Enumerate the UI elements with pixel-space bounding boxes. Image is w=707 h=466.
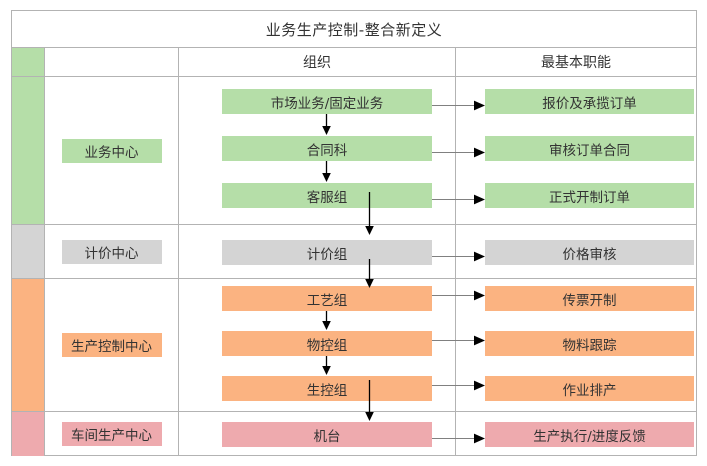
org-box-production-control-1[interactable]: 物控组 (222, 331, 432, 356)
function-box-label: 生产执行/进度反馈 (533, 428, 646, 445)
org-box-label: 市场业务/固定业务 (270, 95, 384, 112)
band-stripe-business (12, 77, 45, 224)
band-stripe-workshop (12, 412, 45, 456)
header-stripe-cell (12, 48, 45, 76)
band-function-cell-pricing: 价格审核 (456, 225, 696, 278)
org-box-workshop-0[interactable]: 机台 (222, 422, 432, 447)
center-box-business[interactable]: 业务中心 (61, 138, 162, 163)
function-box-production-control-1[interactable]: 物料跟踪 (485, 331, 694, 356)
function-box-business-2[interactable]: 正式开制订单 (485, 183, 694, 208)
down-arrow-business-0-1 (320, 114, 333, 136)
function-box-business-0[interactable]: 报价及承揽订单 (485, 89, 694, 114)
org-box-label: 机台 (313, 428, 341, 445)
center-box-workshop[interactable]: 车间生产中心 (61, 422, 162, 446)
function-box-label: 价格审核 (562, 246, 617, 263)
band-function-cell-workshop: 生产执行/进度反馈 (456, 412, 696, 456)
function-box-label: 物料跟踪 (562, 337, 617, 354)
diagram-title: 业务生产控制-整合新定义 (265, 20, 443, 39)
function-box-pricing-0[interactable]: 价格审核 (485, 240, 694, 265)
org-box-business-2[interactable]: 客服组 (222, 183, 432, 208)
band-org-cell-business: 市场业务/固定业务 合同科 客服组 (179, 77, 456, 224)
function-box-business-1[interactable]: 审核订单合同 (485, 136, 694, 161)
header-org-label: 组织 (303, 55, 331, 71)
header-center-cell (45, 48, 179, 76)
org-box-production-control-2[interactable]: 生控组 (222, 376, 432, 401)
center-box-label: 生产控制中心 (71, 339, 152, 355)
org-box-label: 物控组 (306, 337, 348, 354)
center-box-production-control[interactable]: 生产控制中心 (61, 333, 162, 357)
band-center-cell-workshop: 车间生产中心 (45, 412, 179, 456)
down-arrow-production-control-0-1 (320, 311, 333, 331)
org-box-label: 工艺组 (306, 292, 348, 309)
band-pricing: 计价中心 计价组 价格审核 (12, 225, 696, 279)
function-box-label: 传票开制 (562, 292, 617, 309)
org-box-label: 合同科 (306, 142, 348, 159)
band-stripe-pricing (12, 225, 45, 278)
center-box-label: 车间生产中心 (71, 428, 152, 444)
column-header-row: 组织 最基本职能 (12, 48, 696, 77)
band-production-control: 生产控制中心 工艺组 物控组 生控组 (12, 279, 696, 412)
function-box-production-control-2[interactable]: 作业排产 (485, 376, 694, 401)
function-box-production-control-0[interactable]: 传票开制 (485, 286, 694, 311)
band-org-cell-workshop: 机台 (179, 412, 456, 456)
band-center-cell-production-control: 生产控制中心 (45, 279, 179, 411)
org-box-business-0[interactable]: 市场业务/固定业务 (222, 89, 432, 114)
band-org-cell-pricing: 计价组 (179, 225, 456, 278)
header-function-label: 最基本职能 (541, 55, 611, 71)
org-box-production-control-0[interactable]: 工艺组 (222, 286, 432, 311)
band-org-cell-production-control: 工艺组 物控组 生控组 (179, 279, 456, 411)
function-box-label: 审核订单合同 (549, 142, 630, 159)
org-box-label: 生控组 (306, 382, 348, 399)
header-function-cell: 最基本职能 (456, 48, 696, 76)
org-box-business-1[interactable]: 合同科 (222, 136, 432, 161)
center-box-label: 业务中心 (84, 144, 139, 161)
diagram-title-row: 业务生产控制-整合新定义 (12, 11, 696, 48)
org-box-label: 客服组 (306, 189, 348, 206)
header-org-cell: 组织 (179, 48, 456, 76)
band-function-cell-production-control: 传票开制 物料跟踪 作业排产 (456, 279, 696, 411)
org-flow-diagram: 业务生产控制-整合新定义 组织 最基本职能 业务中心 市场业务/固定业务 合同科 (11, 10, 697, 456)
band-workshop: 车间生产中心 机台 生产执行/进度反馈 (12, 412, 696, 456)
org-box-pricing-0[interactable]: 计价组 (222, 240, 432, 265)
down-arrow-business-1-2 (320, 161, 333, 183)
center-box-label: 计价中心 (84, 245, 139, 262)
band-function-cell-business: 报价及承揽订单 审核订单合同 正式开制订单 (456, 77, 696, 224)
function-box-label: 正式开制订单 (549, 189, 630, 206)
org-box-label: 计价组 (306, 246, 348, 263)
function-box-label: 报价及承揽订单 (542, 95, 637, 112)
band-center-cell-pricing: 计价中心 (45, 225, 179, 278)
band-center-cell-business: 业务中心 (45, 77, 179, 224)
band-business: 业务中心 市场业务/固定业务 合同科 客服组 (12, 77, 696, 225)
down-arrow-production-control-1-2 (320, 356, 333, 376)
center-box-pricing[interactable]: 计价中心 (61, 239, 162, 264)
band-stripe-production-control (12, 279, 45, 411)
function-box-label: 作业排产 (562, 382, 617, 399)
function-box-workshop-0[interactable]: 生产执行/进度反馈 (485, 422, 694, 447)
